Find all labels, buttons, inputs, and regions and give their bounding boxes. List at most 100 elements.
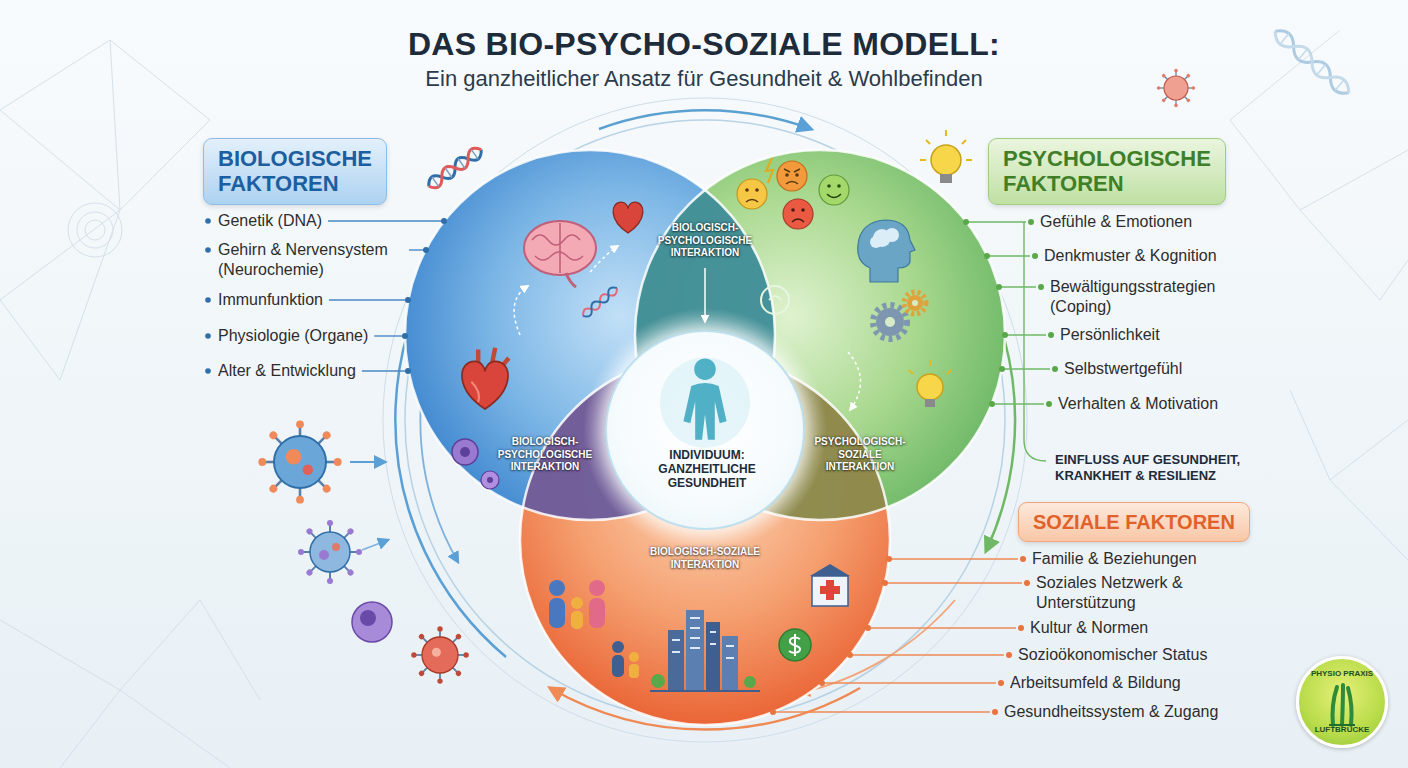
factor-item: Persönlichkeit xyxy=(1060,325,1160,345)
dna-icons xyxy=(425,145,484,192)
pathogen-icons xyxy=(362,540,388,550)
biology-icons xyxy=(487,477,493,483)
bullet-dots xyxy=(1018,625,1024,631)
factor-item: Denkmuster & Kognition xyxy=(1044,246,1217,266)
bullet-dots xyxy=(405,297,411,303)
factor-item: Gehirn & Nervensystem (Neurochemie) xyxy=(218,240,403,280)
bullet-dots xyxy=(989,401,995,407)
leader-lines xyxy=(1024,222,1046,461)
pathogen-icons xyxy=(1164,76,1188,100)
leader-lines xyxy=(773,711,990,712)
psychology-icons xyxy=(885,317,895,327)
dna-icons xyxy=(425,145,484,192)
network-decoration xyxy=(0,40,210,380)
factor-heading: PSYCHOLOGISCHE FAKTOREN xyxy=(988,138,1226,205)
psychology-icons xyxy=(873,305,907,339)
social-icons xyxy=(549,564,850,691)
bullet-dots xyxy=(992,709,998,715)
psychology-icons xyxy=(766,158,773,183)
pathogen-icons xyxy=(286,449,302,465)
leader-lines xyxy=(822,682,996,683)
biology-icons xyxy=(613,202,643,233)
psychology-icons xyxy=(870,236,882,248)
leader-lines xyxy=(1005,334,1046,335)
bullet-dots xyxy=(205,368,211,374)
social-icons xyxy=(612,641,624,653)
bullet-dots xyxy=(205,297,211,303)
individual-circle: INDIVIDUUM: GANZHEITLICHE GESUNDHEIT xyxy=(605,330,805,530)
social-icons xyxy=(744,676,756,688)
social-icons xyxy=(650,690,760,692)
leader-lines xyxy=(1002,368,1050,369)
psychology-icons xyxy=(792,219,804,222)
biology-icons xyxy=(514,286,528,335)
psychology-icons xyxy=(755,188,759,192)
factor-item: Familie & Beziehungen xyxy=(1032,549,1197,569)
pathogen-icons xyxy=(274,436,326,488)
social-icons xyxy=(629,664,639,678)
factor-item: Sozioökonomischer Status xyxy=(1018,645,1207,665)
pathogen-icons xyxy=(350,461,385,463)
leader-lines xyxy=(868,627,1016,628)
social-icons xyxy=(589,598,605,628)
bullet-dots xyxy=(1052,366,1058,372)
psychology-icons xyxy=(769,296,781,300)
bullet-dots xyxy=(865,625,871,631)
biology-icons xyxy=(613,202,643,233)
pathogen-icons xyxy=(432,648,441,657)
factor-item: Alter & Entwicklung xyxy=(218,361,356,381)
grass-blade xyxy=(1333,685,1352,725)
biology-icons xyxy=(581,285,620,319)
leader-lines xyxy=(362,370,408,371)
logo-text: PHYSIO PRAXIS xyxy=(1299,669,1385,678)
bullet-dots xyxy=(999,366,1005,372)
leader-lines xyxy=(889,558,1018,559)
bullet-dots xyxy=(819,680,825,686)
factor-item: Selbstwertgefühl xyxy=(1064,359,1182,379)
biology-icons xyxy=(581,285,620,319)
bullet-dots xyxy=(886,556,892,562)
psychology-icons xyxy=(917,374,943,400)
bullet-dots xyxy=(847,652,853,658)
pathogen-icons xyxy=(422,637,458,673)
network-decoration xyxy=(1290,390,1408,560)
factor-heading: SOZIALE FAKTOREN xyxy=(1018,502,1250,542)
biology-icons xyxy=(460,447,470,457)
psychology-icons xyxy=(745,188,749,192)
influence-note: EINFLUSS AUF GESUNDHEIT, KRANKHEIT & RES… xyxy=(1055,452,1295,484)
social-icons xyxy=(571,597,583,609)
dna-icons xyxy=(920,130,972,183)
dna-icons xyxy=(425,145,484,192)
psychology-icons xyxy=(837,184,841,188)
social-icons xyxy=(686,610,704,690)
biology-icons xyxy=(590,246,618,272)
factor-item: Verhalten & Motivation xyxy=(1058,394,1218,414)
logo-badge: PHYSIO PRAXISLUFTBRÜCKE xyxy=(1296,656,1388,748)
psychology-icons xyxy=(827,194,841,198)
bullet-dots xyxy=(1020,556,1026,562)
network-decoration xyxy=(68,203,122,257)
bullet-dots xyxy=(1046,401,1052,407)
biology-icons xyxy=(532,223,583,273)
psychology-icons xyxy=(925,399,935,407)
bullet-dots xyxy=(1048,332,1054,338)
interaction-label: BIOLOGISCH-PSYCHOLOGISCHE INTERAKTION xyxy=(650,222,760,260)
pathogen-icons xyxy=(310,532,350,572)
psychology-icons xyxy=(795,173,799,177)
biology-icons xyxy=(481,471,499,489)
pathogen-icons xyxy=(352,602,392,642)
factor-heading: BIOLOGISCHE FAKTOREN xyxy=(203,138,387,205)
leader-lines xyxy=(328,221,1050,712)
person-figure xyxy=(607,332,803,528)
bullet-dots xyxy=(770,709,776,715)
psychology-icons xyxy=(791,208,795,212)
bullet-dots xyxy=(1028,219,1034,225)
psychology-icons xyxy=(786,182,798,185)
leader-lines xyxy=(329,299,408,300)
factor-item: Bewältigungsstrategien (Coping) xyxy=(1050,277,1255,317)
network-decoration xyxy=(0,600,260,768)
factor-item: Kultur & Normen xyxy=(1030,618,1148,638)
bullet-dots xyxy=(205,333,211,339)
bullet-dots xyxy=(405,368,411,374)
